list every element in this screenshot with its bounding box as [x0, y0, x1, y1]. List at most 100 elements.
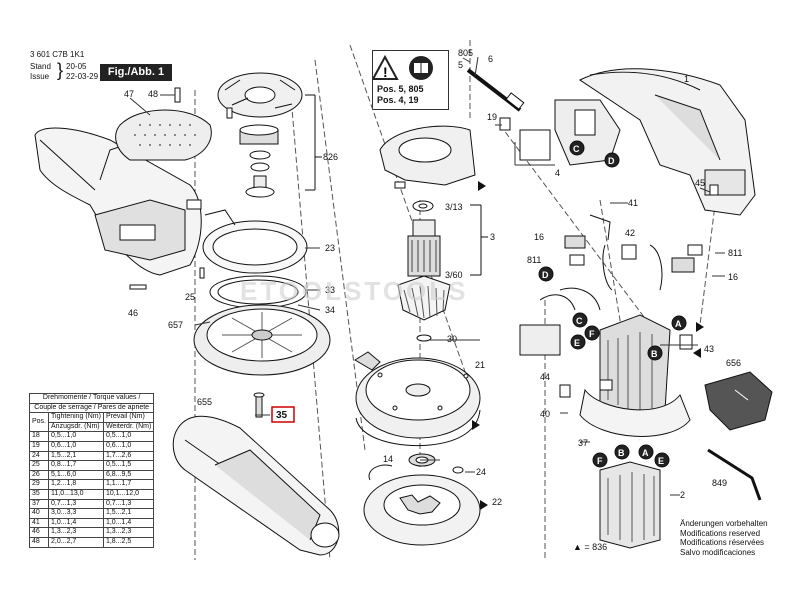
torque-pos: 41 — [28, 517, 50, 529]
knob-656 — [704, 371, 773, 431]
svg-text:F: F — [597, 456, 603, 466]
stator-2 — [599, 461, 661, 549]
torque-tightening: 1,3...2,3 — [48, 527, 104, 538]
callout-23: 23 — [325, 243, 335, 253]
torque-prevail: 10,1...12,0 — [102, 488, 155, 500]
callout-30: 30 — [447, 334, 457, 344]
stand-label: Stand — [30, 62, 51, 71]
callout-34: 34 — [325, 305, 335, 315]
callout-21: 21 — [475, 360, 485, 370]
brace-icon: } — [57, 60, 64, 80]
note-de: Änderungen vorbehalten — [680, 519, 768, 528]
torque-tightening: 1,2...1,8 — [48, 479, 104, 490]
svg-text:A: A — [642, 448, 649, 458]
torque-tightening: 1,0...1,4 — [48, 517, 104, 529]
warning-icons: ! — [373, 54, 433, 80]
torque-pos: 48 — [28, 536, 50, 548]
callout-811a: 811 — [527, 255, 541, 265]
col-prevail: Prevail (Nm) — [102, 412, 155, 423]
callout-2: 2 — [680, 490, 685, 500]
pad-plate-22 — [363, 464, 481, 546]
legend-836: ▲ = 836 — [573, 542, 608, 552]
svg-text:C: C — [576, 316, 583, 326]
torque-pos: 40 — [28, 508, 50, 519]
svg-text:D: D — [608, 156, 615, 166]
svg-text:D: D — [542, 270, 549, 280]
callout-37: 37 — [578, 438, 588, 448]
dust-cover-47 — [115, 109, 212, 161]
cable-6 — [466, 68, 525, 112]
col-tightening: Tightening (Nm) — [48, 412, 104, 423]
torque-pos: 18 — [28, 431, 50, 442]
marker-circles: C D D C F E A B B A F E — [538, 140, 687, 468]
callout-805: 805 — [458, 48, 473, 58]
callout-43: 43 — [704, 344, 714, 354]
torque-tightening: 0,5...1,0 — [48, 431, 104, 442]
rings-and-pad — [193, 209, 331, 376]
torque-pos: 19 — [28, 440, 50, 452]
torque-tightening: 5,1...6,0 — [48, 469, 104, 481]
highlight-box-35 — [271, 406, 295, 423]
torque-prevail: 6,8...9,5 — [102, 469, 155, 481]
callout-25: 25 — [185, 292, 195, 302]
center-parts — [379, 125, 476, 212]
part-number: 3 601 C7B 1K1 — [30, 50, 85, 59]
torque-prevail: 1,1...1,7 — [102, 479, 155, 490]
callout-46: 46 — [128, 308, 138, 318]
torque-tightening: 0,8...1,7 — [48, 460, 104, 471]
col-pos: Pos. — [28, 412, 50, 433]
callout-6: 6 — [488, 54, 493, 64]
torque-prevail: 0,6...1,0 — [102, 440, 155, 452]
note-es: Salvo modificaciones — [680, 547, 756, 557]
dust-canister-655 — [172, 415, 340, 556]
callout-41: 41 — [628, 198, 638, 208]
torque-table: Drehmomente / Torque values / Couple de … — [28, 393, 155, 548]
callout-24: 24 — [476, 467, 486, 477]
callout-44: 44 — [540, 372, 550, 382]
screw-35 — [253, 392, 265, 418]
bearing-14 — [408, 453, 464, 474]
torque-prevail: 1,7...2,6 — [102, 450, 155, 462]
torque-pos: 29 — [28, 479, 50, 490]
torque-tightening: 3,0...3,3 — [48, 508, 104, 519]
torque-tightening: 11,0...13,0 — [48, 488, 104, 500]
callout-45: 45 — [695, 178, 705, 188]
note-fr: Modifications réservées — [680, 538, 765, 547]
svg-text:C: C — [573, 144, 580, 154]
callout-40: 40 — [540, 409, 550, 419]
callout-4: 4 — [555, 168, 560, 178]
torque-title-2: Couple de serrage / Pares de apriete — [28, 402, 155, 414]
warning-pos-2: Pos. 4, 19 — [377, 95, 419, 105]
col-weiterdr: Weiterdr. (Nm) — [102, 421, 155, 433]
torque-tightening: 1,5...2,1 — [48, 450, 104, 462]
callout-849: 849 — [712, 478, 727, 488]
torque-pos: 24 — [28, 450, 50, 462]
callout-3: 3 — [490, 232, 495, 242]
torque-prevail: 0,7...1,3 — [102, 498, 155, 510]
hex-key-849 — [707, 448, 762, 501]
callout-655: 655 — [197, 397, 212, 407]
callout-33: 33 — [325, 285, 335, 295]
torque-pos: 46 — [28, 527, 50, 538]
issue-date: 22-03-29 — [66, 72, 99, 81]
stand-date: 20-05 — [66, 62, 87, 71]
torque-prevail: 1,5...2,1 — [102, 508, 155, 519]
armature-3 — [397, 204, 488, 342]
warning-box: ! Pos. 5, 805 Pos. 4, 19 — [372, 50, 449, 110]
torque-pos: 35 — [28, 488, 50, 500]
callout-656: 656 — [726, 358, 741, 368]
stator-upper — [519, 287, 693, 437]
callout-47: 47 — [124, 89, 134, 99]
callout-16a: 16 — [534, 232, 544, 242]
callout-22: 22 — [492, 497, 502, 507]
